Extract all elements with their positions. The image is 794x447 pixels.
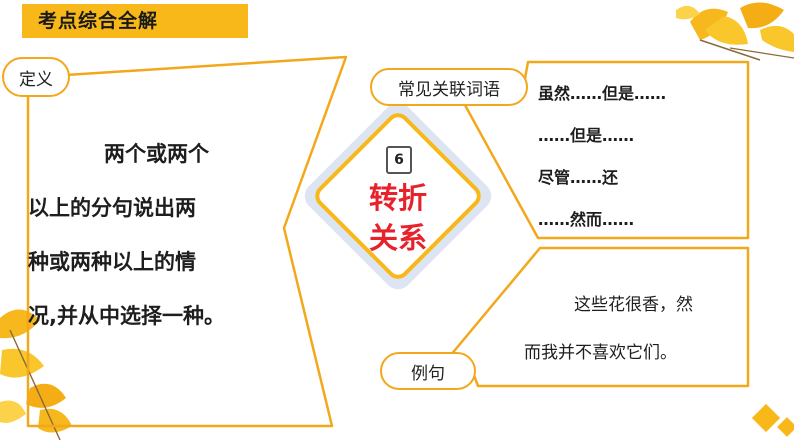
diamond-deco-2 — [777, 417, 794, 437]
ginkgo-leaves-top-right — [676, 2, 794, 61]
number-badge: 6 — [386, 146, 412, 174]
definition-line-1: 两个或两个 — [104, 142, 209, 166]
center-title-line-2: 关系 — [368, 221, 427, 255]
connectives-label: 常见关联词语 — [370, 68, 528, 106]
center-title-line-1: 转折 — [368, 181, 427, 215]
definition-label: 定义 — [2, 57, 70, 97]
example-line-2: 而我并不喜欢它们。 — [524, 343, 677, 363]
connective-item-2: ……但是…… — [538, 126, 635, 145]
example-label: 例句 — [380, 352, 476, 390]
definition-line-3: 种或两种以上的情 — [28, 250, 196, 274]
page-title: 考点综合全解 — [38, 10, 159, 32]
connectives-panel-outline — [458, 60, 750, 240]
header-banner — [22, 4, 248, 38]
example-line-1: 这些花很香，然 — [574, 295, 693, 315]
definition-line-2: 以上的分句说出两 — [28, 196, 196, 220]
connective-item-1: 虽然……但是…… — [538, 84, 667, 103]
ginkgo-leaves-bottom-left — [0, 309, 72, 441]
connective-item-3: 尽管……还 — [538, 168, 619, 187]
definition-panel-outline — [26, 55, 348, 428]
definition-line-4: 况,并从中选择一种。 — [28, 304, 225, 328]
diamond-deco-1 — [751, 403, 781, 433]
connective-item-4: ……然而…… — [538, 210, 635, 229]
center-diamond-frame — [315, 113, 481, 279]
example-panel-outline — [449, 246, 750, 388]
center-title: 转折 关系 — [348, 178, 448, 258]
